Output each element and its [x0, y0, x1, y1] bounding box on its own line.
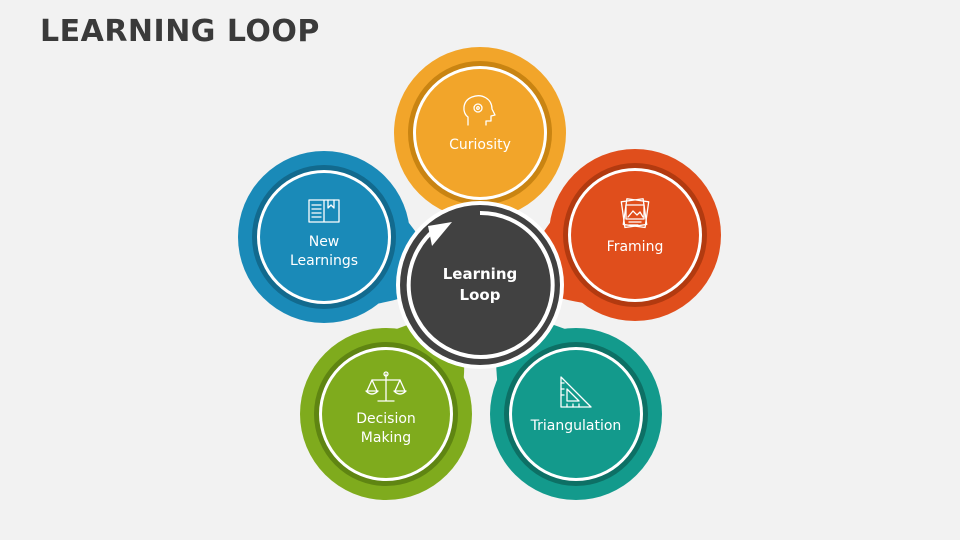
set-square-icon: [560, 376, 592, 408]
balance-scale-icon: [365, 371, 407, 402]
petal-inner-decision-making: [322, 350, 450, 478]
petal-curiosity: Curiosity: [394, 47, 566, 219]
petal-inner-curiosity: [416, 69, 544, 197]
center-hub-circle: [400, 205, 560, 365]
center-hub: Learning Loop: [396, 201, 564, 369]
petal-inner-triangulation: [512, 350, 640, 478]
head-gear-icon: [463, 95, 496, 126]
petal-label-new-learnings-line2: Learnings: [290, 253, 358, 269]
loop-arrow-arc: [406, 210, 555, 359]
center-label-line2: Loop: [460, 286, 501, 304]
petal-label-new-learnings-line1: New: [309, 234, 340, 250]
center-label-line1: Learning: [443, 265, 518, 283]
petal-inner-new-learnings: [260, 173, 388, 301]
petal-label-decision-making-line2: Making: [361, 430, 411, 446]
petal-label-curiosity-line1: Curiosity: [449, 137, 511, 153]
petal-triangulation: Triangulation: [490, 328, 662, 500]
petal-framing: Framing: [549, 149, 721, 321]
open-book-icon: [308, 199, 340, 223]
petal-label-triangulation-line1: Triangulation: [530, 418, 622, 434]
petal-inner-framing: [571, 171, 699, 299]
loop-arrow-head: [428, 222, 452, 246]
page-title: LEARNING LOOP: [40, 14, 320, 49]
petal-label-framing-line1: Framing: [607, 239, 664, 255]
petal-label-decision-making-line1: Decision: [356, 411, 416, 427]
picture-frames-icon: [620, 198, 650, 229]
